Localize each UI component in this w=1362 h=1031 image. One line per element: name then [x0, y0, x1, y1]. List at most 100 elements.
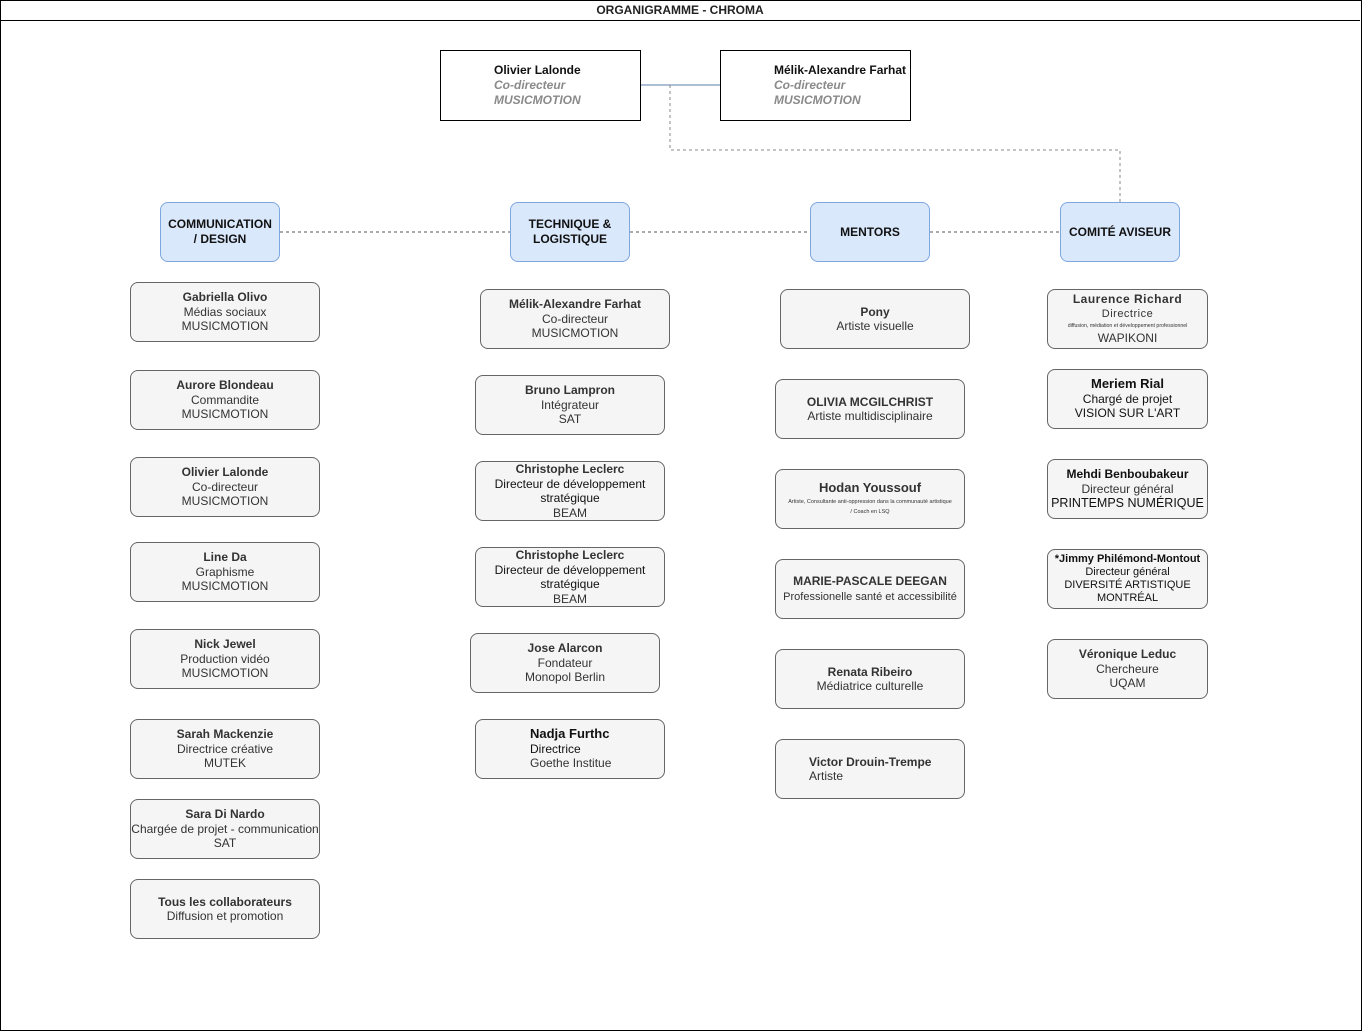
member-name: *Jimmy Philémond-Montout [1054, 553, 1201, 565]
directors-to-committee-link [669, 85, 1121, 202]
member-name: Aurore Blondeau [176, 378, 274, 393]
member-name: Tous les collaborateurs [158, 894, 292, 909]
member-name: Olivier Lalonde [181, 465, 269, 480]
member-name: MARIE-PASCALE DEEGAN [793, 573, 947, 588]
director-card: Olivier Lalonde Co-directeur MUSICMOTION [440, 50, 641, 121]
member-role: Co-directeur [541, 311, 609, 326]
director-role: Co-directeur [494, 78, 566, 92]
member-role: Directeur général [1081, 481, 1174, 496]
member-role: Médias sociaux [183, 304, 267, 319]
member-card: Aurore Blondeau Commandite MUSICMOTION [130, 370, 320, 430]
member-name: OLIVIA MCGILCHRIST [806, 394, 934, 409]
member-role: Fondateur [537, 655, 593, 670]
member-card: Renata Ribeiro Médiatrice culturelle [775, 649, 965, 709]
member-name: Mélik-Alexandre Farhat [508, 297, 642, 312]
member-card: Sarah Mackenzie Directrice créative MUTE… [130, 719, 320, 779]
member-card: Nadja Furthc Directrice Goethe Institue [475, 719, 665, 779]
member-role: Commandite [190, 392, 260, 407]
member-org: BEAM [552, 591, 587, 606]
director-org: MUSICMOTION [774, 93, 861, 107]
member-org: MUSICMOTION [181, 579, 269, 594]
member-role: Directrice créative [176, 741, 274, 756]
member-card: Nick Jewel Production vidéo MUSICMOTION [130, 629, 320, 689]
member-org: SAT [558, 412, 582, 427]
member-org: SAT [213, 836, 237, 851]
member-name: Jose Alarcon [527, 641, 603, 656]
member-role: Directeur de développement stratégique [494, 562, 646, 592]
member-role: Diffusion et promotion [166, 909, 284, 923]
member-org: WAPIKONI [1097, 331, 1158, 346]
member-name: Véronique Leduc [1078, 647, 1177, 662]
member-card: Christophe Leclerc Directeur de développ… [475, 547, 665, 607]
member-org: Goethe Institue [530, 756, 612, 771]
member-role: Professionelle santé et accessibilité [783, 591, 957, 603]
column-header-mentors: MENTORS [810, 202, 930, 262]
member-role: Directrice [1101, 307, 1154, 320]
member-role: Médiatrice culturelle [816, 679, 924, 693]
member-card: Meriem Rial Chargé de projet VISION SUR … [1047, 369, 1208, 429]
member-org: VISION SUR L'ART [1074, 406, 1181, 421]
member-name: Line Da [203, 550, 247, 565]
member-detail: diffusion, médiation et développement pr… [1067, 323, 1188, 330]
member-card: Hodan Youssouf Artiste, Consultante anti… [775, 469, 965, 529]
member-org: MUSICMOTION [181, 666, 269, 681]
member-card: Line Da Graphisme MUSICMOTION [130, 542, 320, 602]
member-card: Mehdi Benboubakeur Directeur général PRI… [1047, 459, 1208, 519]
member-role: Artiste, Consultante anti-oppression dan… [788, 499, 952, 516]
member-org: PRINTEMPS NUMÉRIQUE [1051, 496, 1204, 511]
member-name: Sara Di Nardo [185, 807, 265, 822]
member-role: Artiste visuelle [836, 319, 914, 333]
member-card: MARIE-PASCALE DEEGAN Professionelle sant… [775, 559, 965, 619]
member-name: Laurence Richard [1072, 292, 1183, 307]
director-card: Mélik-Alexandre Farhat Co-directeur MUSI… [720, 50, 911, 121]
member-role: Artiste [809, 769, 844, 783]
member-name: Renata Ribeiro [827, 664, 913, 679]
member-name: Mehdi Benboubakeur [1066, 467, 1189, 482]
member-card: OLIVIA MCGILCHRIST Artiste multidiscipli… [775, 379, 965, 439]
member-org: MUSICMOTION [181, 494, 269, 509]
member-org: BEAM [552, 505, 587, 520]
member-card: Sara Di Nardo Chargée de projet - commun… [130, 799, 320, 859]
member-name: Victor Drouin-Trempe [809, 754, 932, 769]
member-name: Sarah Mackenzie [176, 727, 274, 742]
member-role: Directeur général [1085, 566, 1170, 578]
member-card: Véronique Leduc Chercheure UQAM [1047, 639, 1208, 699]
member-org: MUSICMOTION [181, 407, 269, 422]
member-role: Co-directeur [191, 479, 259, 494]
member-card: Victor Drouin-Trempe Artiste [775, 739, 965, 799]
member-role: Chargée de projet - communication [131, 821, 319, 836]
member-org: MUSICMOTION [181, 319, 269, 334]
director-name: Mélik-Alexandre Farhat [774, 63, 907, 77]
member-name: Nick Jewel [194, 637, 256, 652]
member-org: Monopol Berlin [524, 670, 606, 685]
member-org: DIVERSITÉ ARTISTIQUE MONTRÉAL [1064, 579, 1191, 604]
member-role: Chargé de projet [1082, 391, 1173, 406]
column-header-technique: TECHNIQUE & LOGISTIQUE [510, 202, 630, 262]
member-card: Mélik-Alexandre Farhat Co-directeur MUSI… [480, 289, 670, 349]
member-card: Olivier Lalonde Co-directeur MUSICMOTION [130, 457, 320, 517]
member-role: Graphisme [195, 564, 255, 579]
member-card: *Jimmy Philémond-Montout Directeur génér… [1047, 549, 1208, 609]
member-name: Meriem Rial [1091, 376, 1164, 392]
member-card: Tous les collaborateurs Diffusion et pro… [130, 879, 320, 939]
member-org: UQAM [1109, 676, 1146, 691]
member-org: MUTEK [204, 756, 246, 771]
member-card: Bruno Lampron Intégrateur SAT [475, 375, 665, 435]
column-header-committee: COMITÉ AVISEUR [1060, 202, 1180, 262]
member-role: Directeur de développement stratégique [494, 476, 646, 506]
member-name: Christophe Leclerc [515, 548, 625, 562]
member-role: Intégrateur [540, 397, 600, 412]
diagram-title: ORGANIGRAMME - CHROMA [0, 0, 1360, 21]
member-card: Jose Alarcon Fondateur Monopol Berlin [470, 633, 660, 693]
member-org: MUSICMOTION [531, 326, 619, 341]
member-card: Pony Artiste visuelle [780, 289, 970, 349]
director-role: Co-directeur [774, 78, 846, 92]
member-name: Christophe Leclerc [515, 462, 625, 476]
member-role: Artiste multidisciplinaire [807, 409, 933, 423]
member-name: Gabriella Olivo [182, 290, 268, 305]
director-name: Olivier Lalonde [494, 63, 581, 77]
member-role: Chercheure [1096, 661, 1159, 676]
member-role: Directrice [530, 741, 581, 756]
member-card: Christophe Leclerc Directeur de développ… [475, 461, 665, 521]
